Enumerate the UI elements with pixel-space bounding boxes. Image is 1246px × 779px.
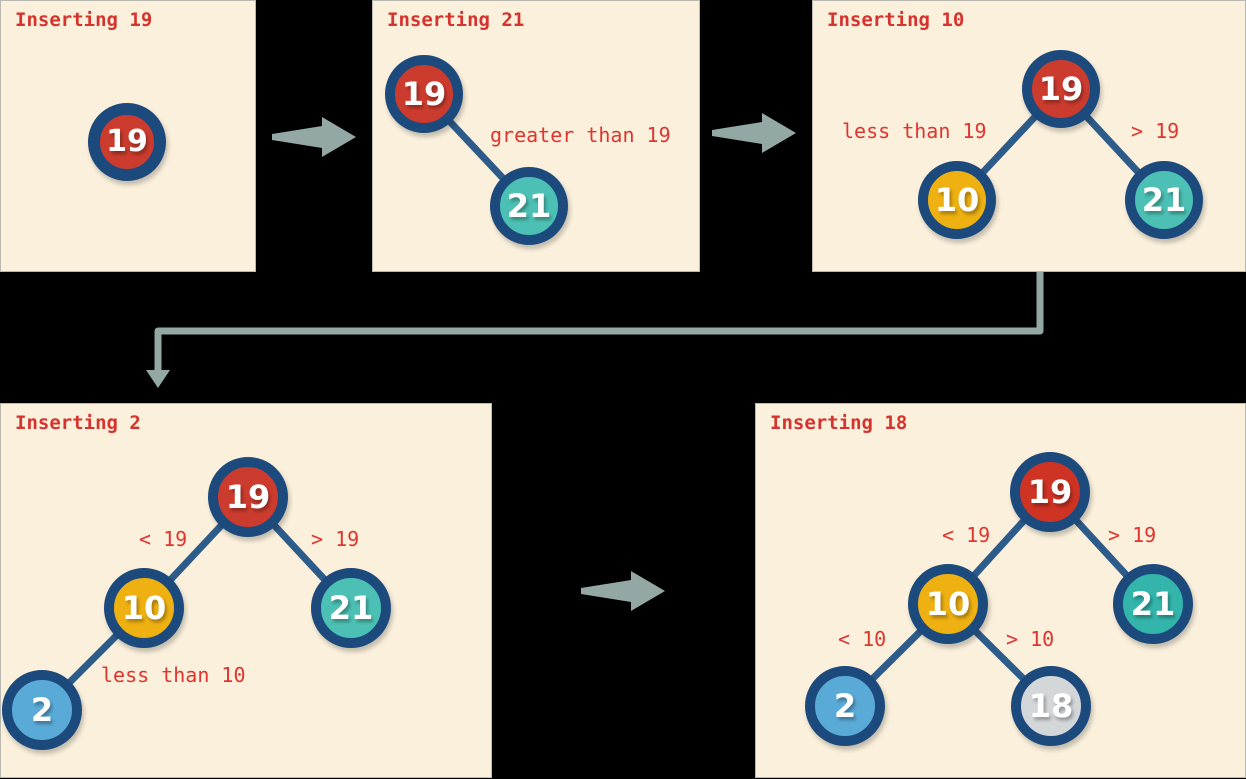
connector-line — [154, 272, 1044, 378]
edge-label: > 10 — [1006, 627, 1055, 651]
arrow-4-to-5 — [581, 571, 665, 611]
panel-title: Inserting 2 — [15, 412, 141, 434]
tree-node-21[interactable]: 21 — [490, 167, 568, 245]
panel-title: Inserting 21 — [387, 9, 525, 31]
tree-node-2[interactable]: 2 — [2, 670, 82, 750]
tree-node-19[interactable]: 19 — [208, 457, 288, 537]
arrow-3-to-4 — [146, 272, 1044, 388]
edge-label: < 10 — [838, 627, 887, 651]
panel-insert-21: Inserting 21 19 21 greater than 19 — [372, 0, 700, 272]
tree-node-19[interactable]: 19 — [1010, 452, 1090, 532]
arrow-head-icon — [712, 113, 796, 153]
tree-node-18[interactable]: 18 — [1011, 666, 1091, 746]
tree-node-10[interactable]: 10 — [908, 564, 988, 644]
edge-label: > 19 — [1131, 119, 1180, 143]
panel-insert-10: Inserting 10 19 10 21 less than 19 > 19 — [812, 0, 1246, 272]
panel-title: Inserting 10 — [827, 9, 965, 31]
tree-node-2[interactable]: 2 — [805, 666, 885, 746]
tree-node-21[interactable]: 21 — [1113, 564, 1193, 644]
tree-node-19[interactable]: 19 — [385, 55, 463, 133]
panel-title: Inserting 19 — [15, 9, 153, 31]
tree-node-21[interactable]: 21 — [311, 568, 391, 648]
arrow-head-icon — [146, 370, 170, 388]
tree-node-10[interactable]: 10 — [918, 161, 996, 239]
panel-insert-18: Inserting 18 19 10 21 2 18 < 19 > 19 < 10 > 10 — [755, 403, 1246, 778]
arrow-2-to-3 — [712, 113, 796, 153]
panel-title: Inserting 18 — [770, 412, 908, 434]
arrow-head-icon — [581, 571, 665, 611]
edge-label: less than 19 — [842, 119, 987, 143]
edge-label: < 19 — [139, 527, 188, 551]
arrow-head-icon — [272, 117, 356, 157]
tree-node-21[interactable]: 21 — [1125, 161, 1203, 239]
tree-node-10[interactable]: 10 — [104, 568, 184, 648]
edge-label: less than 10 — [101, 663, 246, 687]
arrow-1-to-2 — [272, 117, 356, 157]
edge-label: greater than 19 — [490, 123, 671, 147]
edge-label: > 19 — [311, 527, 360, 551]
panel-insert-2: Inserting 2 19 10 21 2 < 19 > 19 less than 10 — [0, 403, 492, 778]
tree-node-19[interactable]: 19 — [1022, 50, 1100, 128]
edge-label: > 19 — [1108, 523, 1157, 547]
edge-label: < 19 — [942, 523, 991, 547]
